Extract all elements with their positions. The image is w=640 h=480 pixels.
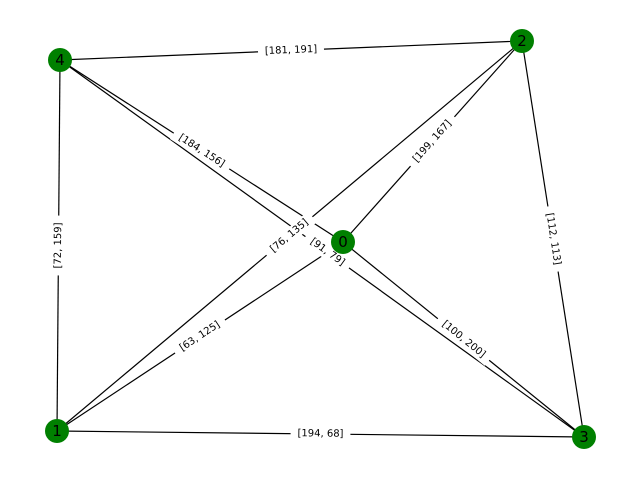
edge-label-background	[171, 314, 229, 359]
edge-label-background	[290, 426, 351, 442]
edge-label-1-3: [194, 68]	[297, 428, 343, 440]
node-3	[572, 425, 596, 449]
edge-label-background	[433, 313, 494, 366]
edge-label-4-0: [184, 156]	[177, 132, 227, 170]
edge-label-0-3: [100, 200]	[440, 319, 488, 361]
node-1	[45, 419, 69, 443]
edge-label-4-2: [181, 191]	[265, 44, 318, 57]
edge-label-2-0: [199, 167]	[411, 118, 454, 164]
node-label-0: 0	[338, 233, 348, 251]
node-4	[48, 48, 72, 72]
node-label-1: 1	[52, 422, 62, 440]
edge-label-group-0-3: [100, 200]	[433, 313, 494, 366]
edge-label-background	[301, 230, 354, 274]
node-label-3: 3	[579, 428, 589, 446]
node-label-2: 2	[517, 32, 527, 50]
edge-label-background	[169, 127, 234, 175]
edge-label-group-2-0: [199, 167]	[405, 112, 460, 171]
edge-label-background	[262, 211, 317, 261]
node-2	[510, 29, 534, 53]
edge-label-background	[540, 205, 566, 273]
node-0	[331, 230, 355, 254]
nodes-layer: 0 1 2 3 4	[45, 29, 596, 449]
edge-label-background	[405, 112, 460, 171]
edge-labels-layer: [181, 191][72, 159][184, 156][91, 79][19…	[51, 42, 566, 442]
edge-label-background	[51, 215, 66, 276]
edge-label-background	[257, 42, 325, 59]
edge-label-group-4-1: [72, 159]	[51, 215, 66, 276]
node-label-4: 4	[55, 51, 65, 69]
edge-label-group-4-0: [184, 156]	[169, 127, 234, 175]
edge-label-group-4-2: [181, 191]	[257, 42, 325, 59]
edge-label-group-1-3: [194, 68]	[290, 426, 351, 442]
edge-label-4-1: [72, 159]	[53, 222, 64, 268]
edge-label-group-0-1: [63, 125]	[171, 314, 229, 359]
edge-label-group-2-3: [112, 113]	[540, 205, 566, 273]
